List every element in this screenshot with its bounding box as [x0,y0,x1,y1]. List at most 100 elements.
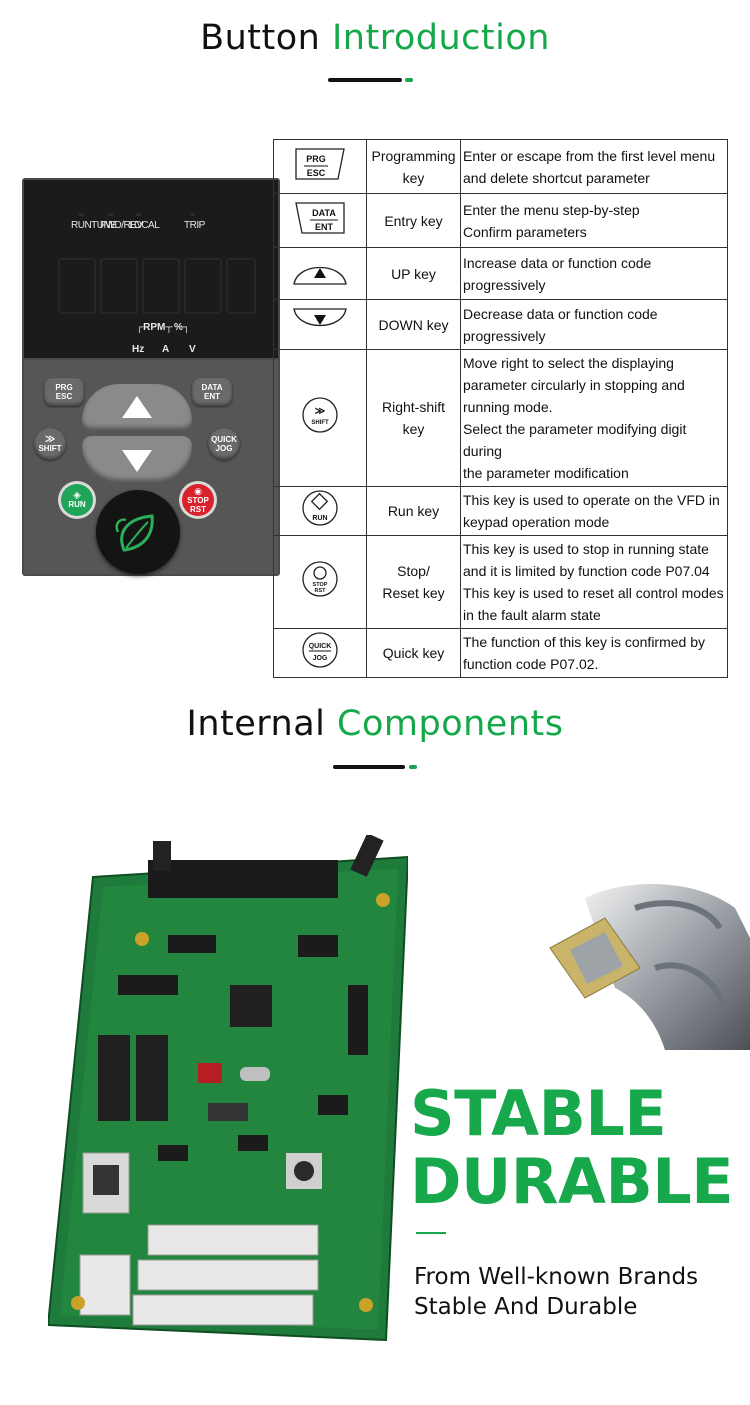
prg-label: PRG [55,383,73,392]
ent-label: ENT [204,392,220,401]
key-name-cell: Programming key [366,139,461,194]
headline-line-1: STABLE [410,1077,667,1150]
key-name-cell: UP key [366,247,461,300]
key-name-line: DOWN key [378,316,449,333]
data-label: DATA [201,383,223,392]
title-underline [333,765,405,769]
down-button [82,436,192,482]
prg-esc-button: PRG ESC [44,378,84,406]
key-description-cell: Decrease data or function code progressiv… [460,299,728,350]
shift-button: ≫ SHIFT [34,428,66,460]
stable-durable-headline: STABLE DURABLE [410,1077,734,1218]
feature-divider [416,1232,446,1234]
key-description-line: Enter or escape from the first level men… [463,147,716,164]
key-description-line: Select the parameter modifying digit dur… [463,421,687,459]
data-ent-button: DATA ENT [192,378,232,406]
unit-rpm: ┌RPM┬ [136,322,173,333]
headline-line-2: DURABLE [410,1145,734,1218]
tagline-line-2: Stable And Durable [414,1294,638,1320]
key-icon-cell [273,299,367,350]
key-description-line: in the fault alarm state [463,607,601,623]
control-board-image [48,835,408,1342]
svg-text:SHIFT: SHIFT [311,420,329,426]
led [190,213,195,216]
key-name-cell: DOWN key [366,299,461,350]
run-label: RUN [68,500,86,509]
title-black-word: Internal [186,704,326,744]
jog-label: JOG [215,444,233,453]
indicator-runtune: RUNTUNE [71,220,117,231]
svg-text:≫: ≫ [315,406,325,417]
key-description-cell: The function of this key is confirmed by… [460,628,728,678]
key-name-line: Programming [371,147,456,164]
stop-icon: ◉ [194,485,202,496]
indicator-fwdrev: FWD/REV [100,220,143,231]
svg-text:ESC: ESC [307,168,326,178]
key-name-line: UP key [391,265,436,282]
svg-text:QUICK: QUICK [309,643,332,650]
down-key-icon [290,305,350,339]
key-name-cell: Stop/Reset key [366,535,461,629]
run-key-icon: RUN [300,488,340,528]
brand-knob [96,490,180,574]
title-green-word: Components [337,704,564,744]
key-description-line: Confirm parameters [463,223,587,240]
key-description-line: Enter the menu step-by-step [463,201,640,218]
key-description-line: Decrease data or function code [463,305,658,322]
table-row: RUN Run key This key is used to operate on… [273,486,728,536]
run-button: ◈ RUN [61,484,93,516]
digit-segment [142,258,180,314]
up-button [82,384,192,430]
key-description-line: and it is limited by function code P07.0… [463,563,710,579]
indicator-local: LOCAL [129,220,160,231]
key-description-line: This key is used to operate on the VFD i… [463,492,720,508]
shift-label: SHIFT [38,444,62,453]
shift-key-icon: ≫ SHIFT [300,395,340,435]
unit-v: V [189,344,196,355]
key-description-line: The function of this key is confirmed by [463,634,705,650]
svg-text:DATA: DATA [312,208,336,218]
key-icon-cell [273,247,367,300]
key-name-line: key [402,421,425,437]
key-description-line: and delete shortcut parameter [463,169,650,186]
key-description-line: function code P07.02. [463,656,599,672]
key-name-cell: Quick key [366,628,461,678]
key-name-cell: Entry key [366,193,461,248]
leaf-logo-icon [115,514,154,552]
led [136,213,141,216]
key-description-line: progressively [463,276,546,293]
key-name-line: Run key [387,503,440,519]
down-arrow-icon [122,450,152,472]
shift-arrows-icon: ≫ [44,434,56,445]
rst-label: RST [190,504,206,514]
digit-segment [100,258,138,314]
section-title-button-introduction: Button Introduction [0,18,750,58]
key-description-line: Move right to select the displaying [463,355,674,371]
up-arrow-icon [122,396,152,418]
key-name-line: key [402,169,425,186]
unit-percent: %┐ [174,322,190,333]
key-description-line: progressively [463,327,546,344]
indicator-trip: TRIP [184,220,205,231]
title-underline-dot [409,765,417,769]
unit-a: A [162,344,170,355]
key-name-line: Quick key [382,645,445,661]
feature-tagline: From Well-known Brands Stable And Durabl… [414,1262,698,1322]
key-name-cell: Run key [366,486,461,536]
tagline-line-1: From Well-known Brands [414,1264,699,1290]
unit-hz: Hz [132,344,145,355]
run-icon: ◈ [73,490,81,501]
